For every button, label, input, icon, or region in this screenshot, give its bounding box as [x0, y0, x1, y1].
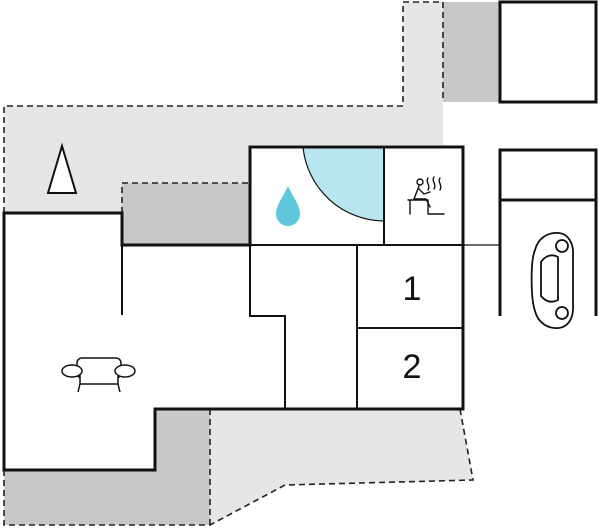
- interior-walls: [121, 147, 463, 409]
- shaded-area-top: [443, 2, 500, 102]
- shaded-areas: [4, 2, 500, 525]
- shaded-area-bottom: [4, 409, 210, 525]
- north-arrow-icon: [46, 142, 78, 194]
- room-label-1: 1: [403, 270, 422, 308]
- outbuildings: [498, 0, 598, 316]
- water-drop-icon: [276, 186, 300, 226]
- terrace-north: [4, 2, 443, 213]
- room-label-2: 2: [403, 348, 422, 386]
- terrace-south-outline: [3, 408, 474, 526]
- car-icon: [530, 232, 574, 329]
- building-walls: [2, 145, 465, 472]
- terrace-outlines: [3, 1, 474, 526]
- shaded-area-mid: [122, 183, 250, 245]
- wall-hall: [249, 245, 286, 409]
- outer-wall: [2, 145, 465, 472]
- sofa-icon: [61, 357, 136, 393]
- pool-water: [302, 146, 385, 222]
- sauna-icon: [407, 176, 445, 215]
- terrace-mid-outline: [121, 182, 250, 213]
- shed: [498, 0, 598, 104]
- carport: [498, 148, 598, 316]
